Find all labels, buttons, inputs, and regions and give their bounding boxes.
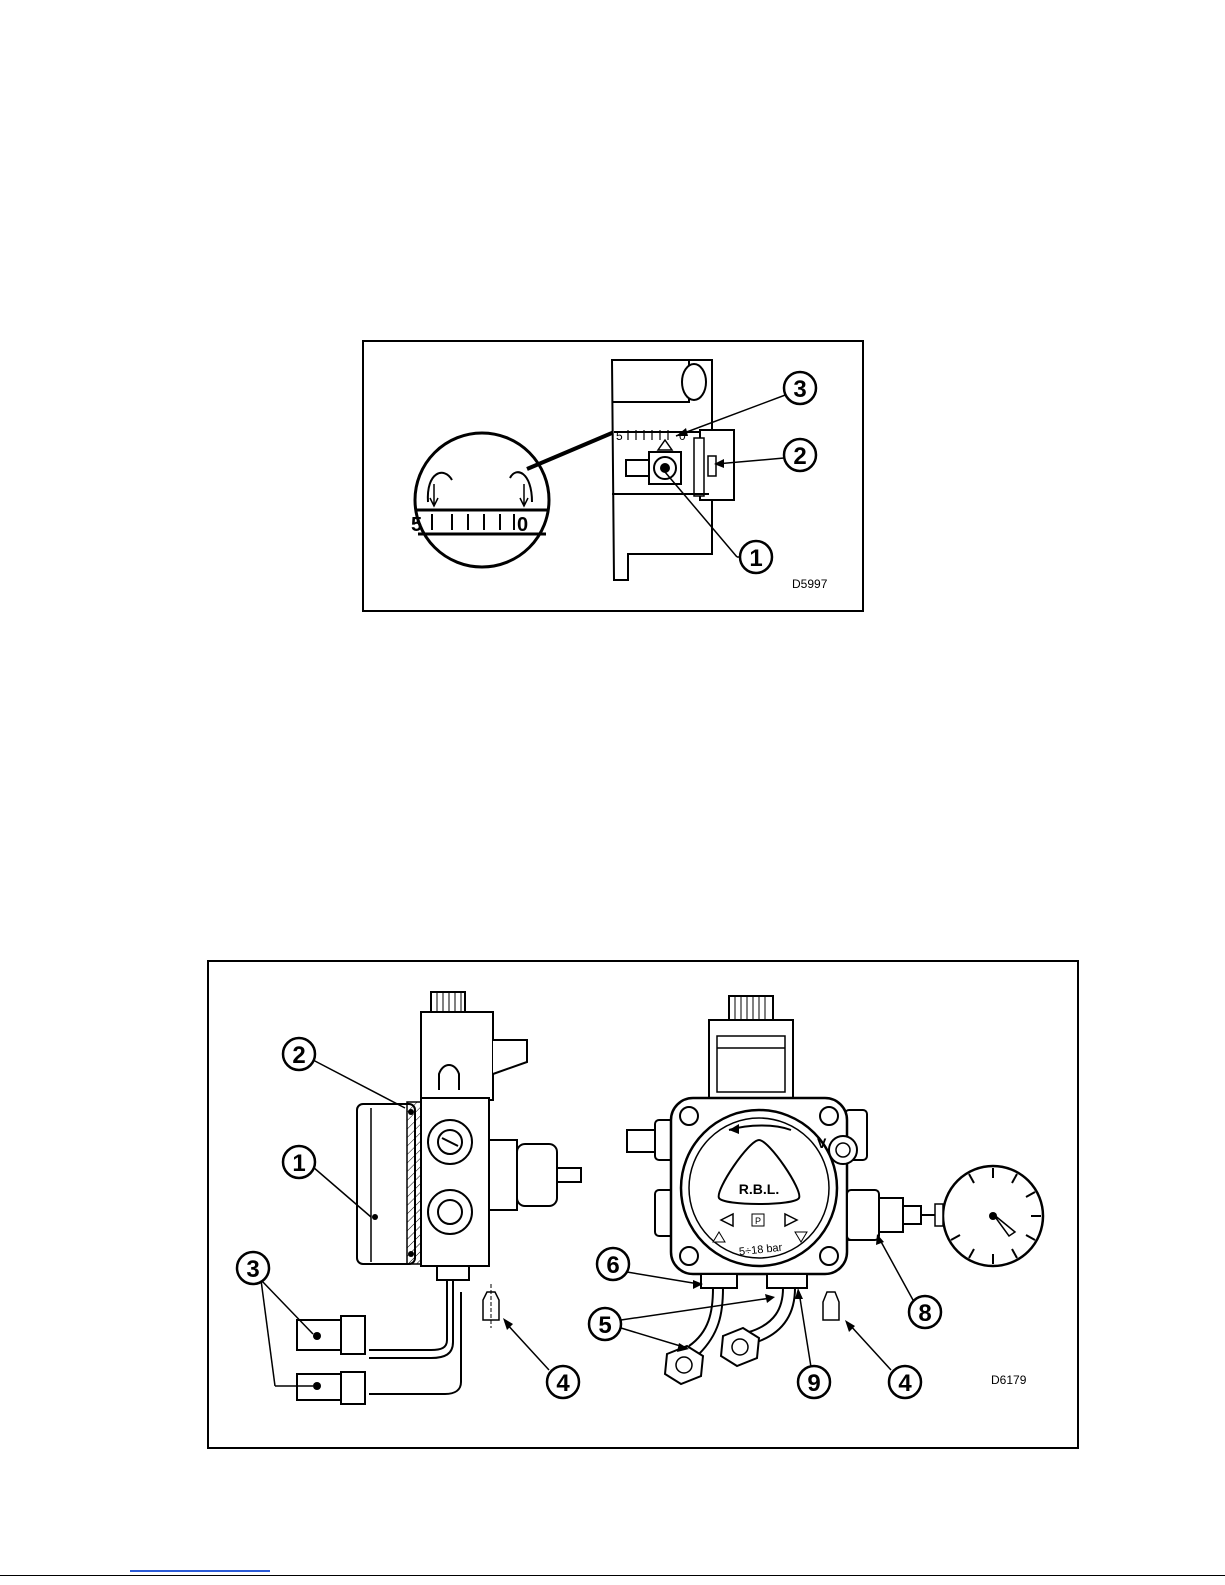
pump-front-view: V R.B.L. P 5÷18 bar: [627, 996, 939, 1384]
callout-2: 2: [283, 1038, 405, 1108]
port-p-label: P: [755, 1216, 761, 1226]
svg-text:1: 1: [292, 1150, 305, 1177]
plug-right: [823, 1292, 839, 1320]
svg-text:2: 2: [793, 443, 806, 470]
figure-2-code: D6179: [991, 1373, 1027, 1387]
svg-text:4: 4: [556, 1370, 570, 1397]
svg-text:3: 3: [793, 376, 806, 403]
figure-1-drawing: 5 0 5 0: [364, 342, 866, 614]
figure-2-drawing: V R.B.L. P 5÷18 bar: [209, 962, 1081, 1451]
svg-text:4: 4: [898, 1370, 912, 1397]
svg-text:6: 6: [606, 1252, 619, 1279]
pump-brand: R.B.L.: [739, 1181, 779, 1197]
magnified-scale-min: 5: [411, 514, 422, 536]
plug-left: [483, 1284, 499, 1328]
magnified-scale-max: 0: [517, 514, 528, 536]
page-footer-rule: [0, 1575, 1225, 1576]
footer-link-underline: [130, 1570, 270, 1572]
svg-text:2: 2: [292, 1042, 305, 1069]
callout-8: 8: [876, 1234, 941, 1328]
svg-text:9: 9: [807, 1370, 820, 1397]
svg-text:5: 5: [598, 1312, 611, 1339]
svg-text:8: 8: [918, 1300, 931, 1327]
svg-text:1: 1: [749, 545, 762, 572]
figure-1-code: D5997: [792, 577, 828, 591]
svg-text:3: 3: [246, 1256, 259, 1283]
pressure-gauge: [935, 1166, 1043, 1266]
magnified-scale-detail: 5 0: [411, 430, 619, 567]
callout-4-left: 4: [503, 1318, 579, 1398]
pump-scale-min: 5: [616, 429, 623, 443]
figure-pump-connections: V R.B.L. P 5÷18 bar: [207, 960, 1079, 1449]
pump-side-view: [297, 992, 581, 1404]
figure-pump-pressure-dial: 5 0 5 0: [362, 340, 864, 612]
port-v-label: V: [817, 1135, 827, 1151]
callout-4-right: 4: [845, 1320, 921, 1398]
pump-body-side: 5 0: [612, 360, 734, 580]
